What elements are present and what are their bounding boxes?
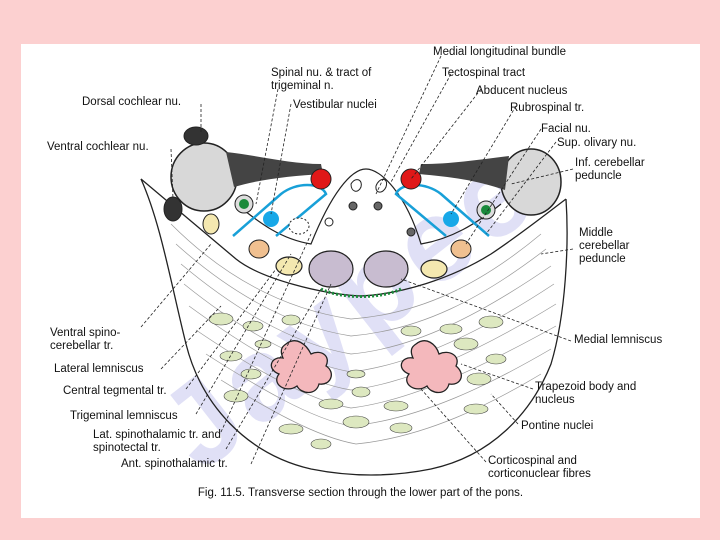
label-facial-nucleus: Facial nu. (541, 123, 591, 135)
label-rubrospinal-tract: Rubrospinal tr. (510, 102, 585, 114)
corticospinal-bundles (270, 340, 462, 394)
label-spinal-trigeminal: Spinal nu. & tract of trigeminal n. (271, 67, 372, 92)
abducent-nuclei (263, 211, 459, 227)
label-dorsal-cochlear-nucleus: Dorsal cochlear nu. (82, 96, 182, 108)
pontine-fibre-bundles (208, 312, 507, 450)
label-central-tegmental-tract: Central tegmental tr. (63, 385, 167, 397)
label-superior-olivary-nucleus: Sup. olivary nu. (557, 137, 637, 149)
facial-nuclei (310, 168, 422, 190)
label-anterior-spinothalamic-tract: Ant. spinothalamic tr. (121, 458, 228, 470)
label-pontine-nuclei: Pontine nuclei (521, 420, 594, 432)
label-ventral-spinocerebellar-tract: Ventral spino- cerebellar tr. (50, 327, 121, 352)
midline-tracts (288, 178, 416, 237)
label-middle-cerebellar-peduncle: Middle cerebellar peduncle (579, 227, 630, 265)
figure-panel: Jaypee (21, 44, 700, 518)
label-trapezoid-body: Trapezoid body and nucleus (535, 381, 637, 406)
label-tectospinal-tract: Tectospinal tract (442, 67, 526, 79)
figure-caption: Fig. 11.5. Transverse section through th… (197, 487, 524, 499)
label-inferior-cerebellar-peduncle: Inf. cerebellar peduncle (575, 157, 645, 182)
vestibular-nuclei (234, 194, 496, 220)
cochlear-nuclei-right (419, 148, 562, 216)
leader-lines (140, 55, 574, 465)
label-vestibular-nuclei: Vestibular nuclei (293, 99, 377, 111)
pons-cross-section-diagram: Jaypee (136, 55, 574, 494)
label-lateral-lemniscus: Lateral lemniscus (54, 363, 144, 375)
spinal-trigeminal-nuclei (202, 213, 472, 259)
label-lateral-spinothalamic-tract: Lat. spinothalamic tr. and spinotectal t… (93, 429, 221, 454)
label-medial-lemniscus: Medial lemniscus (574, 334, 663, 346)
label-corticospinal-fibres: Corticospinal and corticonuclear fibres (488, 455, 591, 480)
label-trigeminal-lemniscus: Trigeminal lemniscus (70, 410, 178, 422)
medial-lemniscus (275, 250, 448, 298)
tegmentum-border (235, 168, 502, 245)
label-abducent-nucleus: Abducent nucleus (476, 85, 568, 97)
cochlear-nuclei-left (163, 126, 323, 222)
label-ventral-cochlear-nucleus: Ventral cochlear nu. (47, 141, 149, 153)
label-medial-longitudinal-bundle: Medial longitudinal bundle (433, 46, 566, 58)
